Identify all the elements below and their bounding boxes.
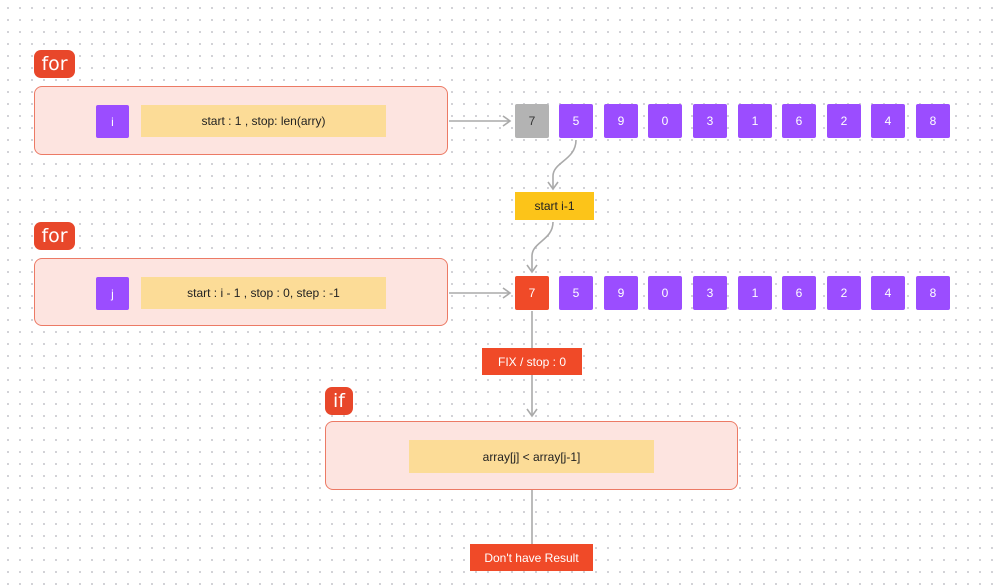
- outer-loop-panel: i start : 1 , stop: len(arry): [34, 86, 448, 155]
- outer-loop-range: start : 1 , stop: len(arry): [141, 105, 386, 137]
- result-label: Don't have Result: [470, 544, 593, 571]
- if-panel: array[j] < array[j-1]: [325, 421, 738, 490]
- array-cell: 3: [693, 276, 727, 310]
- array-cell: 5: [559, 276, 593, 310]
- array-cell: 6: [782, 276, 816, 310]
- start-label: start i-1: [515, 192, 594, 220]
- array-cell: 8: [916, 104, 950, 138]
- outer-loop-variable: i: [96, 105, 129, 138]
- outer-for-tag: for: [34, 50, 75, 78]
- array-cell: 6: [782, 104, 816, 138]
- array-cell: 2: [827, 276, 861, 310]
- start-j-arrow: [526, 221, 554, 274]
- inner-loop-panel: j start : i - 1 , stop : 0, step : -1: [34, 258, 448, 326]
- array-cell: 0: [648, 276, 682, 310]
- array-cell: 1: [738, 104, 772, 138]
- array-cell: 3: [693, 104, 727, 138]
- array-cell: 9: [604, 104, 638, 138]
- array-cell: 4: [871, 104, 905, 138]
- array-cell: 8: [916, 276, 950, 310]
- array-cell: 0: [648, 104, 682, 138]
- array-cell: 5: [559, 104, 593, 138]
- array-cell: 9: [604, 276, 638, 310]
- array-cell: 1: [738, 276, 772, 310]
- fix-stop-label: FIX / stop : 0: [482, 348, 582, 375]
- array-cell: 7: [515, 276, 549, 310]
- pick-element-arrow: [547, 139, 577, 191]
- if-tag: if: [325, 387, 353, 415]
- array-cell: 7: [515, 104, 549, 138]
- array-cell: 4: [871, 276, 905, 310]
- inner-loop-variable: j: [96, 277, 129, 310]
- inner-for-tag: for: [34, 222, 75, 250]
- if-condition: array[j] < array[j-1]: [409, 440, 654, 473]
- inner-loop-range: start : i - 1 , stop : 0, step : -1: [141, 277, 386, 309]
- array-cell: 2: [827, 104, 861, 138]
